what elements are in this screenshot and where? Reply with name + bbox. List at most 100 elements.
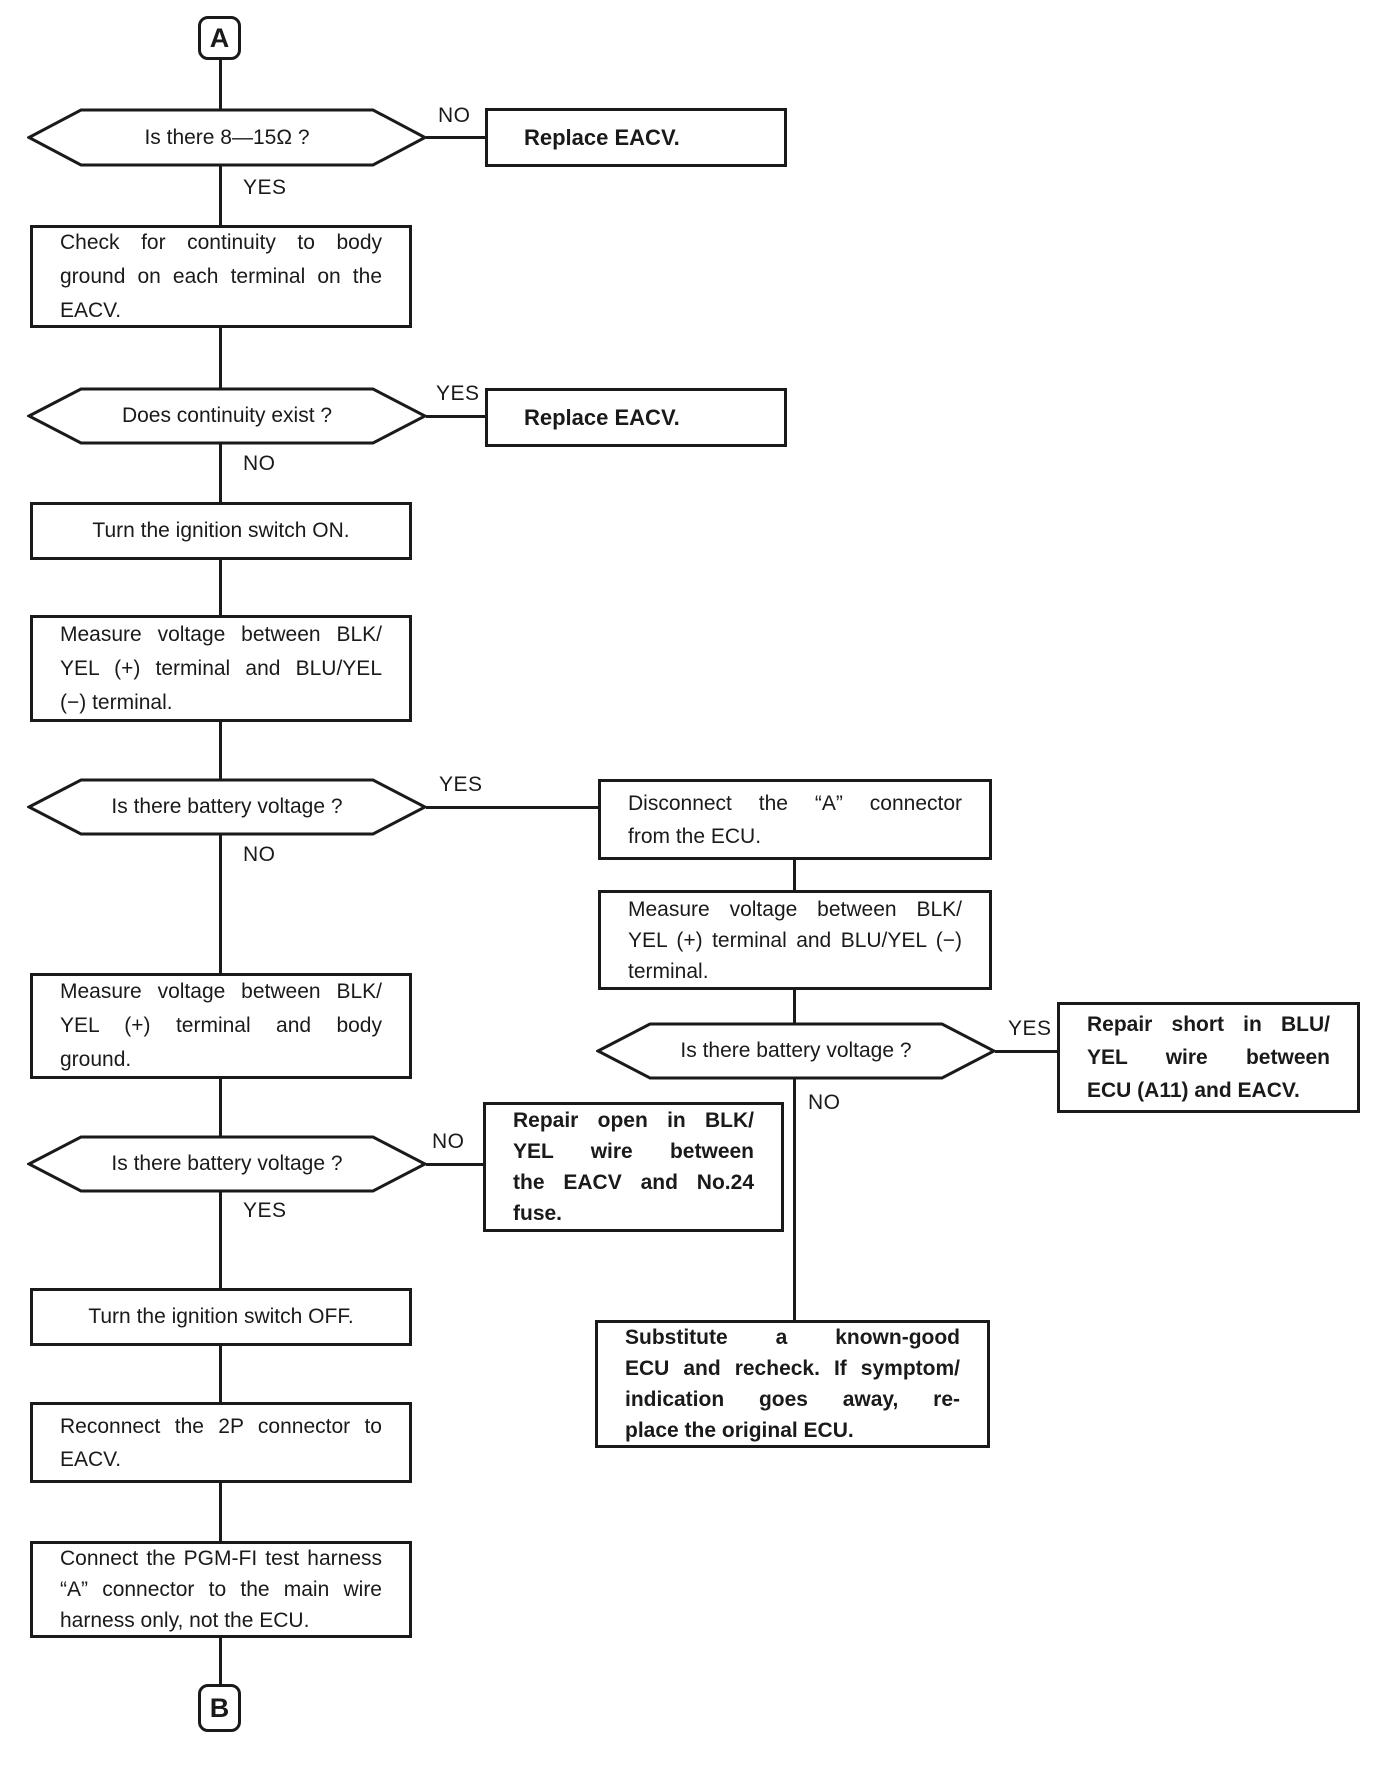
text-line: Reconnect the 2P connector to	[60, 1414, 382, 1438]
decision-continuity: Does continuity exist ?	[27, 387, 427, 445]
connector	[219, 326, 222, 389]
connector	[219, 58, 222, 110]
text-line: YEL (+) terminal and BLU/YEL (−)	[628, 928, 962, 952]
decision-battery-voltage-right-text: Is there battery voltage ?	[680, 1039, 912, 1062]
text-line: Disconnect the “A” connector	[628, 791, 962, 815]
decision-battery-voltage-1: Is there battery voltage ?	[27, 778, 427, 836]
connector	[426, 806, 600, 809]
text-line: ground.	[60, 1048, 132, 1071]
connector	[219, 1077, 222, 1137]
process-measure-blu-yel-ecu-text: Measure voltage between BLK/YEL (+) term…	[601, 894, 989, 987]
process-ignition-off: Turn the ignition switch OFF.	[30, 1288, 412, 1346]
edge-label-no: NO	[241, 843, 278, 867]
decision-continuity-text: Does continuity exist ?	[121, 404, 333, 427]
text-line: Substitute a known-good	[625, 1326, 960, 1349]
text-line: from the ECU.	[628, 824, 762, 848]
edge-label-no: NO	[806, 1091, 843, 1115]
text-line: Measure voltage between BLK/	[60, 622, 382, 646]
connector	[219, 1191, 222, 1290]
text-line: Repair short in BLU/	[1087, 1013, 1330, 1036]
text-line: ground on each terminal on the	[60, 264, 382, 288]
connector	[426, 136, 485, 139]
text-line: (−) terminal.	[60, 690, 173, 714]
action-replace-eacv-1: Replace EACV.	[485, 108, 787, 167]
text-line: the EACV and No.24	[513, 1171, 754, 1194]
process-disconnect-a-connector-text: Disconnect the “A” connector from the ECU…	[601, 787, 989, 853]
decision-resistance-text: Is there 8—15Ω ?	[144, 125, 310, 149]
hexagon-shape	[27, 778, 427, 836]
connector	[426, 415, 485, 418]
connector	[219, 720, 222, 780]
process-reconnect-2p: Reconnect the 2P connector to EACV.	[30, 1402, 412, 1483]
text-line: fuse.	[513, 1202, 563, 1225]
process-disconnect-a-connector: Disconnect the “A” connector from the ECU…	[598, 779, 992, 860]
edge-label-yes: YES	[241, 1199, 289, 1223]
text-line: “A” connector to the main wire	[60, 1578, 382, 1601]
process-ignition-on: Turn the ignition switch ON.	[30, 502, 412, 560]
hexagon-shape	[596, 1022, 996, 1080]
text-line: place the original ECU.	[625, 1419, 854, 1442]
connector	[995, 1050, 1059, 1053]
text-line: Connect the PGM-FI test harness	[60, 1547, 382, 1570]
terminal-b: B	[198, 1684, 241, 1732]
connector	[219, 558, 222, 617]
hexagon-shape	[27, 1135, 427, 1193]
connector	[219, 1344, 222, 1404]
text-line: YEL (+) terminal and BLU/YEL	[60, 656, 382, 680]
hexagon-shape	[27, 387, 427, 445]
text-line: indication goes away, re-	[625, 1388, 960, 1411]
process-check-continuity: Check for continuity to body ground on ea…	[30, 225, 412, 328]
edge-label-no: NO	[436, 104, 473, 128]
connector	[793, 1078, 796, 1322]
decision-battery-voltage-2-text: Is there battery voltage ?	[111, 1152, 343, 1175]
text-line: EACV.	[60, 1447, 122, 1471]
action-replace-eacv-2: Replace EACV.	[485, 388, 787, 447]
process-connect-test-harness-text: Connect the PGM-FI test harness “A” conne…	[33, 1543, 409, 1636]
process-check-continuity-text: Check for continuity to body ground on ea…	[33, 226, 409, 328]
action-repair-open: Repair open in BLK/YEL wire between the E…	[483, 1102, 784, 1232]
edge-label-yes: YES	[437, 773, 485, 797]
connector	[219, 1481, 222, 1543]
edge-label-no: NO	[430, 1130, 467, 1154]
edge-label-yes: YES	[434, 382, 482, 406]
process-measure-body-ground-text: Measure voltage between BLK/YEL (+) term…	[33, 975, 409, 1077]
text-line: Repair open in BLK/	[513, 1109, 754, 1132]
connector	[219, 165, 222, 225]
text-line: YEL wire between	[513, 1140, 754, 1163]
process-reconnect-2p-text: Reconnect the 2P connector to EACV.	[33, 1410, 409, 1476]
text-line: terminal.	[628, 959, 709, 983]
decision-battery-voltage-2: Is there battery voltage ?	[27, 1135, 427, 1193]
text-line: Measure voltage between BLK/	[60, 980, 382, 1003]
connector	[219, 1636, 222, 1684]
terminal-a: A	[198, 16, 241, 60]
edge-label-no: NO	[241, 452, 278, 476]
hexagon-shape	[27, 108, 427, 167]
text-line: ECU and recheck. If symptom/	[625, 1357, 960, 1380]
connector	[426, 1163, 484, 1166]
text-line: ECU (A11) and EACV.	[1087, 1079, 1300, 1102]
text-line: Measure voltage between BLK/	[628, 897, 962, 921]
connector	[219, 443, 222, 504]
connector	[793, 858, 796, 892]
text-line: YEL (+) terminal and body	[60, 1014, 382, 1037]
connector	[219, 833, 222, 975]
connector	[793, 988, 796, 1024]
edge-label-yes: YES	[241, 176, 289, 200]
process-connect-test-harness: Connect the PGM-FI test harness “A” conne…	[30, 1541, 412, 1638]
process-measure-body-ground: Measure voltage between BLK/YEL (+) term…	[30, 973, 412, 1079]
process-measure-blu-yel-text: Measure voltage between BLK/YEL (+) term…	[33, 618, 409, 720]
edge-label-yes: YES	[1006, 1017, 1054, 1041]
decision-resistance: Is there 8—15Ω ?	[27, 108, 427, 167]
text-line: EACV.	[60, 298, 122, 322]
text-line: YEL wire between	[1087, 1046, 1330, 1069]
action-repair-open-text: Repair open in BLK/YEL wire between the E…	[486, 1105, 781, 1229]
decision-battery-voltage-right: Is there battery voltage ?	[596, 1022, 996, 1080]
process-measure-blu-yel-ecu: Measure voltage between BLK/YEL (+) term…	[598, 890, 992, 990]
process-measure-blu-yel: Measure voltage between BLK/YEL (+) term…	[30, 615, 412, 722]
text-line: Check for continuity to body	[60, 230, 382, 254]
